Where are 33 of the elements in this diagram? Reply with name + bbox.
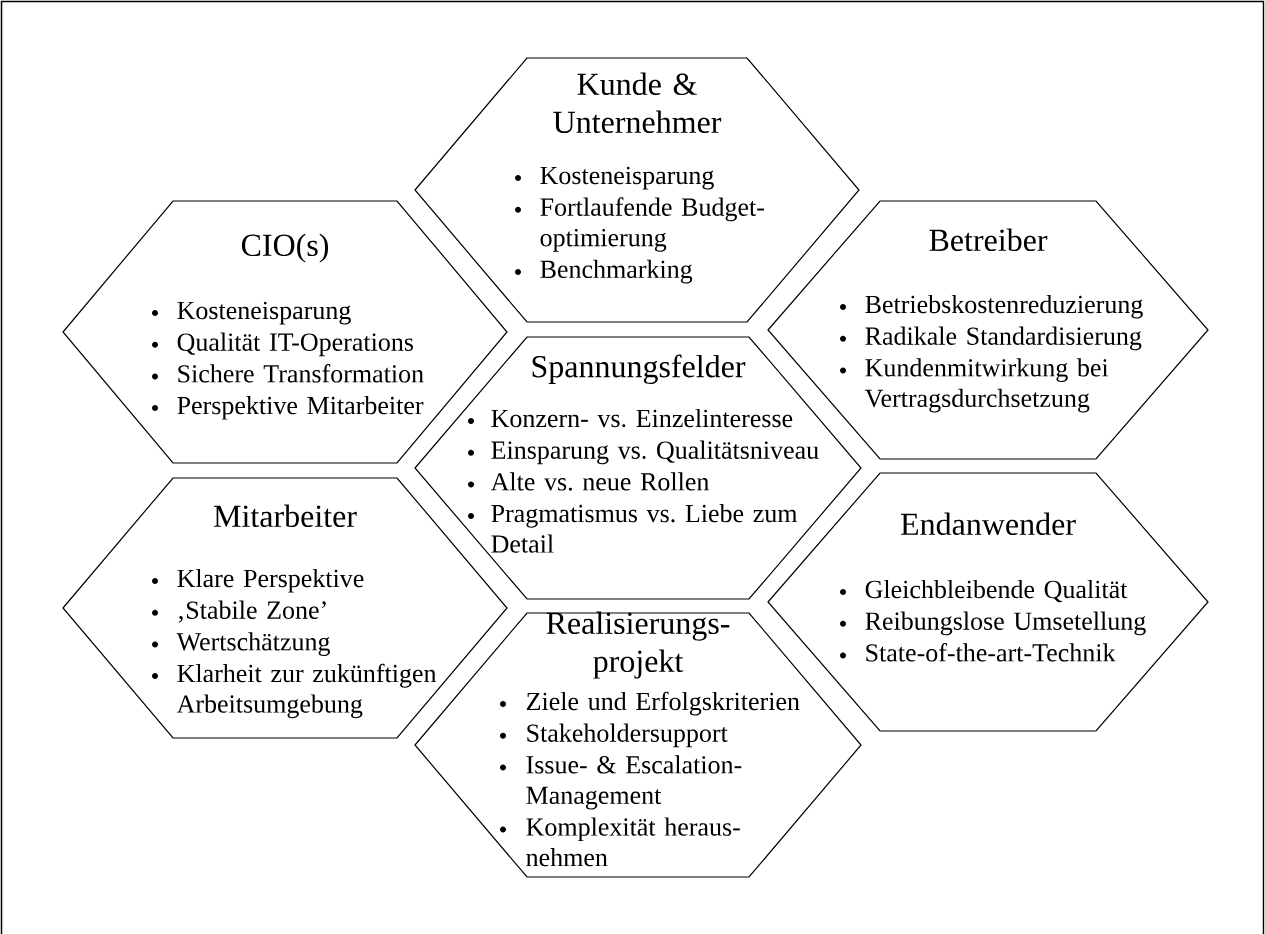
bullet-item: Qualität IT-Operations xyxy=(152,332,413,357)
heading: Mitarbeiter xyxy=(213,504,357,528)
bullet-item: Konzern- vs. Einzelinteresse xyxy=(468,408,793,428)
bullet-item: Komplexität heraus-nehmen xyxy=(500,817,740,867)
bullet-item: Benchmarking xyxy=(515,259,693,284)
heading: Endanwender xyxy=(901,512,1076,536)
bullet-item: ‚Stabile Zone’ xyxy=(152,600,326,623)
bullet-item: Perspektive Mitarbeiter xyxy=(152,396,424,420)
bullet-item: Fortlaufende Budget-optimierung xyxy=(515,197,764,252)
bullet-item: Einsparung vs. Qualitätsniveau xyxy=(468,440,819,465)
bullet-item: Reibungslose Umsetellung xyxy=(840,611,1146,636)
bullet-item: Kosteneisparung xyxy=(515,166,714,190)
bullet-item: Ziele und Erfolgskriterien xyxy=(500,691,800,716)
bullet-item: Alte vs. neue Rollen xyxy=(468,472,709,491)
bullet-item: Stakeholdersupport xyxy=(500,723,728,748)
bullet-item: Kundenmitwirkung bei Vertragsdurchsetzung xyxy=(840,358,1109,413)
bullet-item: Wertschätzung xyxy=(152,632,330,656)
heading: Betreiber xyxy=(929,228,1048,252)
heading: Realisierungs-projekt xyxy=(546,611,730,679)
bullet-item: Issue- & Escalation-Management xyxy=(500,755,742,810)
bullet-item: Kosteneisparung xyxy=(152,301,351,325)
bullet-item: Betriebskostenreduzierung xyxy=(840,294,1143,319)
bullet-item: Radikale Standardisierung xyxy=(840,326,1142,351)
hexagon xyxy=(414,57,860,323)
heading: Kunde & Unternehmer xyxy=(553,72,722,134)
bullet-item: Pragmatismus vs. Liebe zum Detail xyxy=(468,504,798,553)
bullet-item: Gleichbleibende Qualität xyxy=(840,579,1128,603)
bullet-item: State-of-the-art-Technik xyxy=(840,643,1116,662)
bullet-item: Sichere Transformation xyxy=(152,364,424,383)
bullet-item: Klare Perspektive xyxy=(152,568,364,593)
heading: Spannungsfelder xyxy=(532,354,746,385)
heading: CIO(s) xyxy=(241,233,329,263)
bullet-item: Klarheit zur zukünftigen Arbeitsumgebung xyxy=(152,663,437,719)
